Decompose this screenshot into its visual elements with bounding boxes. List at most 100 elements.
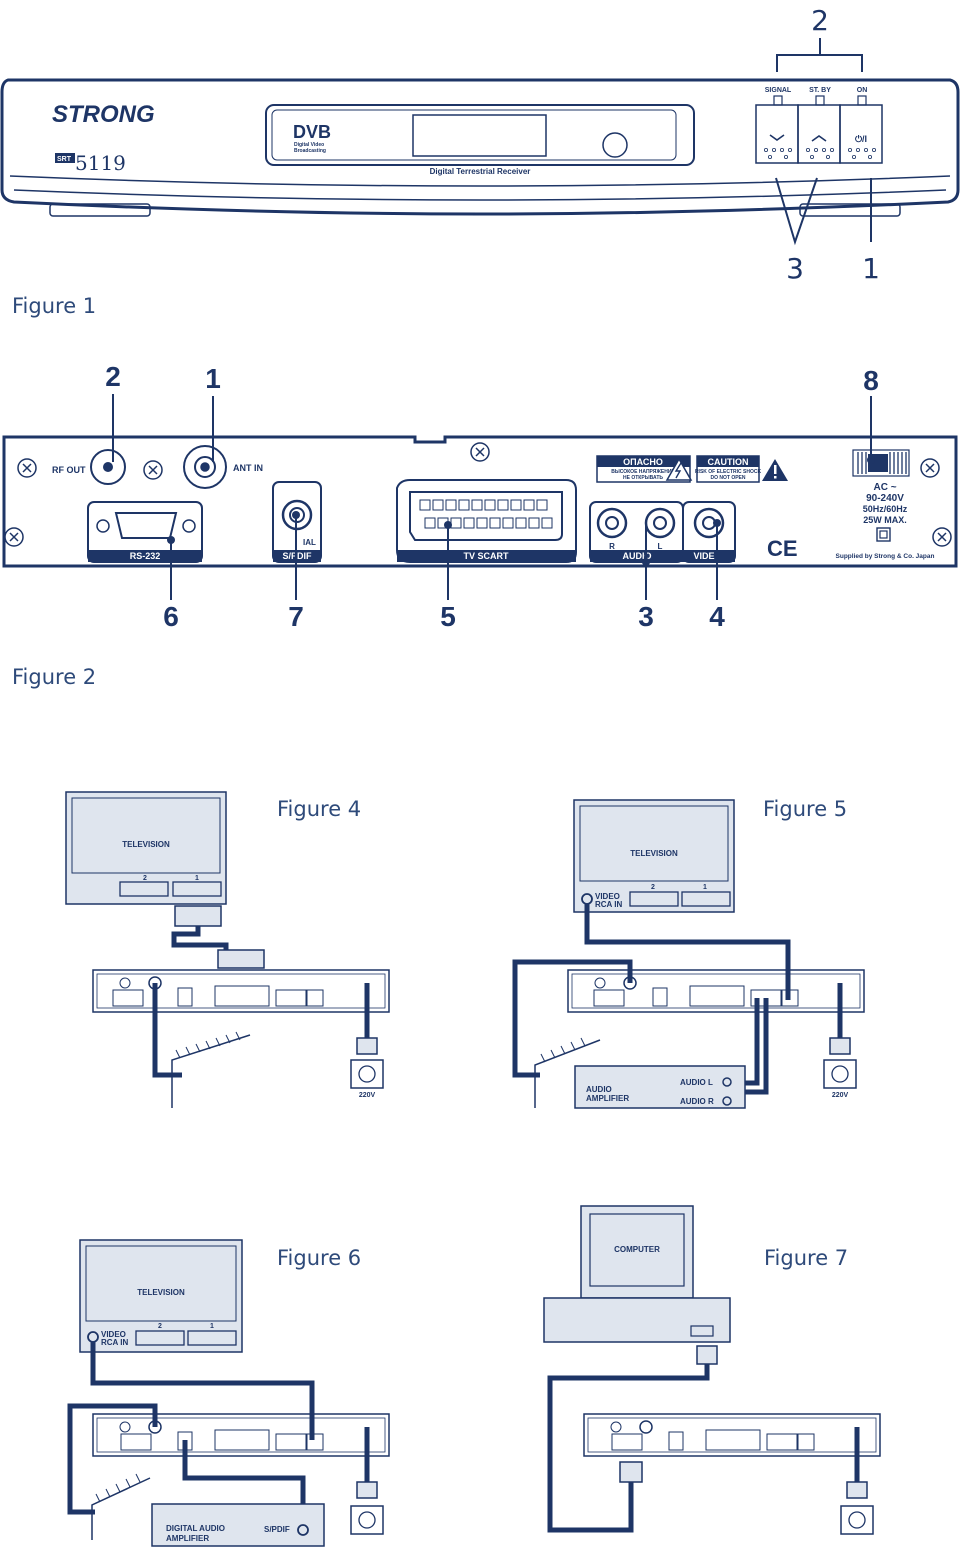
- receiver-5-spdif: [652, 987, 668, 1007]
- tv-4-label: TELEVISION: [122, 840, 170, 849]
- video-label: VIDE: [693, 551, 714, 561]
- receiver-4-scart: [214, 985, 270, 1007]
- up-arrow-icon: [811, 135, 827, 142]
- receiver-5-rs232: [593, 989, 625, 1007]
- coaxial-label: IAL: [303, 538, 316, 547]
- scart-dot: [444, 521, 452, 529]
- scart-connector: [409, 491, 563, 541]
- tv-5-scart-2: 2: [651, 884, 655, 891]
- tv-6-scart-2-port: [135, 1330, 185, 1346]
- tv-5-video-in-1: VIDEO: [595, 892, 620, 901]
- tv-6-screen: [85, 1245, 237, 1322]
- serial-plug-top: [696, 1345, 718, 1365]
- tv-6-video-in-2: RCA IN: [101, 1338, 128, 1347]
- receiver-5-rf: [594, 977, 606, 989]
- amp-5-l-port: [722, 1077, 732, 1087]
- receiver-7-ant: [639, 1420, 653, 1434]
- ant-in-label: ANT IN: [233, 463, 263, 473]
- rs232-label-bar: [88, 550, 202, 562]
- computer-case-7: [543, 1297, 731, 1343]
- amp-6-line-1: DIGITAL AUDIO: [166, 1524, 225, 1533]
- receiver-4-audio: [275, 989, 307, 1007]
- video-port: [693, 507, 725, 539]
- receiver-7-inner: [587, 1417, 877, 1453]
- voltage-4: 220V: [359, 1092, 376, 1099]
- model-badge: SRT: [57, 156, 72, 163]
- antenna-6: [91, 1477, 151, 1540]
- tv-5-scart-2-port: [629, 891, 679, 907]
- double-insulation-inner: [879, 530, 888, 539]
- receiver-6-scart: [214, 1429, 270, 1451]
- tv-4-screen: [71, 797, 221, 874]
- antenna-4-elements: [175, 1031, 241, 1059]
- amp-6-line-2: AMPLIFIER: [166, 1534, 209, 1543]
- socket-7-face: [848, 1511, 866, 1529]
- antenna-4: [171, 1034, 251, 1108]
- tv-5-scart-1-port: [681, 891, 731, 907]
- fig2-callout-5: 5: [440, 601, 456, 632]
- display-inner: [271, 109, 677, 161]
- warning-ru-title: ОПАСНО: [623, 457, 663, 467]
- rf-out-port: [90, 449, 126, 485]
- figure-2-caption: Figure 2: [12, 665, 96, 689]
- dvb-logo: DVB: [293, 122, 331, 142]
- amp-5-line-2: AMPLIFIER: [586, 1094, 629, 1103]
- rs232-screw-left: [96, 519, 110, 533]
- monitor-7: [580, 1205, 694, 1299]
- audio-amplifier-5: [574, 1065, 746, 1109]
- video-label-bar: [683, 550, 735, 562]
- receiver-7-scart: [705, 1429, 761, 1451]
- tv-4-scart-2-port: [119, 881, 169, 897]
- plug-5: [829, 1037, 851, 1055]
- socket-4-face: [358, 1065, 376, 1083]
- supplied-by: Supplied by Strong & Co. Japan: [836, 553, 935, 560]
- video-cable-5: [584, 904, 791, 1000]
- receiver-7: [583, 1413, 881, 1457]
- figure-7-caption: Figure 7: [764, 1246, 848, 1270]
- receiver-6-rs232: [120, 1433, 152, 1451]
- socket-5-face: [831, 1065, 849, 1083]
- rs232-screw-right: [182, 519, 196, 533]
- fig2-leaders-bottom: [170, 515, 718, 600]
- receiver-4-inner: [96, 973, 386, 1009]
- tv-4: [65, 791, 227, 905]
- model-number: 5119: [75, 151, 126, 175]
- tv-6-scart-2: 2: [158, 1323, 162, 1330]
- spdif-label: S/PDIF: [282, 551, 312, 561]
- tv-4-scart-1-port: [172, 881, 222, 897]
- audio-r-label: R: [609, 542, 615, 551]
- audio-r-inner: [605, 516, 619, 530]
- scart-label: TV SCART: [464, 551, 510, 561]
- receiver-6-inner: [96, 1417, 386, 1453]
- receiver-5: [567, 969, 865, 1013]
- receiver-4-spdif: [177, 987, 193, 1007]
- tv-6-video-in-1: VIDEO: [101, 1330, 126, 1339]
- receiver-4: [92, 969, 390, 1013]
- ac-line-2: 90-240V: [866, 493, 904, 504]
- tv-6-scart-1-port: [187, 1330, 237, 1346]
- receiver-6: [92, 1413, 390, 1457]
- video-dot: [713, 519, 721, 527]
- plug-6: [356, 1481, 378, 1499]
- monitor-7-screen: [589, 1213, 685, 1287]
- antenna-5-elements: [540, 1037, 586, 1063]
- lcd-screen: [412, 114, 547, 157]
- ant-in-inner: [194, 456, 216, 478]
- audio-r-port: [596, 507, 628, 539]
- front-lip: [9, 175, 951, 187]
- receiver-4-video: [306, 989, 324, 1007]
- exclamation-dot: [774, 476, 777, 479]
- ac-line-4: 25W MAX.: [863, 515, 907, 525]
- brand-logo: STRONG: [52, 101, 155, 128]
- computer-label: COMPUTER: [614, 1245, 660, 1254]
- voltage-5: 220V: [832, 1092, 849, 1099]
- fig2-callout-3: 3: [638, 601, 654, 632]
- ant-in-dot: [201, 463, 209, 471]
- ac-line-1: AC ~: [873, 482, 896, 493]
- led-on-label: ON: [857, 87, 868, 94]
- power-button[interactable]: [839, 104, 883, 164]
- receiver-4-rs232: [112, 989, 144, 1007]
- spdif-cable-6: [182, 1440, 306, 1525]
- tv-6-label: TELEVISION: [137, 1288, 185, 1297]
- warning-ru-sub1: ВЫСОКОЕ НАПРЯЖЕНИЕ: [611, 469, 675, 475]
